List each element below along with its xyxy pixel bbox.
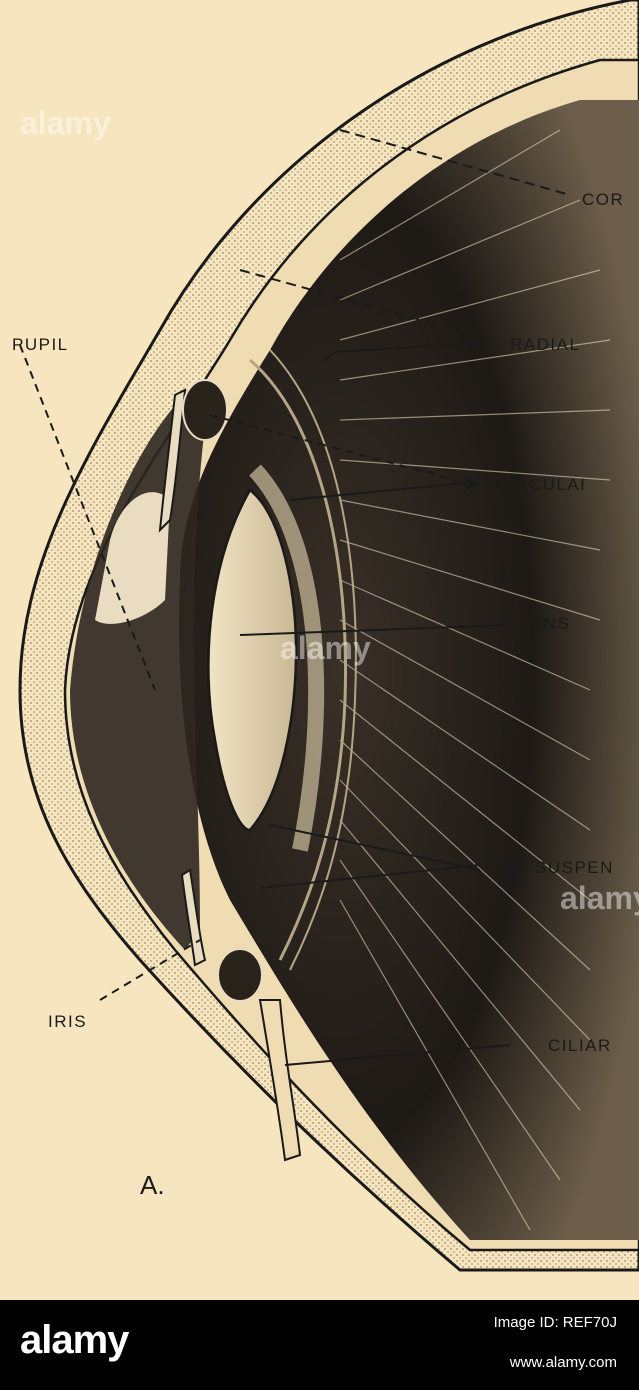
ciliary-body-region [179,100,639,1240]
eye-anatomy-figure: COR PUPIL RADIAL CIRCULAI LENS SUSPEN IR… [12,0,639,1272]
image-id: Image ID: REF70J [493,1314,617,1331]
footer-bar: alamy Image ID: REF70J www.alamy.com [0,1300,639,1390]
label-ciliary: CILIAR [548,1036,612,1055]
watermark: alamy [20,105,111,141]
brand-logo[interactable]: alamy [20,1318,129,1362]
site-url[interactable]: www.alamy.com [509,1354,617,1371]
eye-drawing [18,0,639,1272]
label-circular: CIRCULAI [495,475,587,494]
label-cornea: COR [582,190,625,209]
label-pupil: PUPIL [12,335,69,354]
lens-shape [207,488,298,832]
watermark: alamy [560,880,639,916]
iris-highlight [95,492,170,624]
ciliary-fibers [339,129,611,1231]
sphincter-lower [217,948,263,1002]
ciliary-process-lower [258,999,302,1162]
label-suspensory: SUSPEN [535,858,614,877]
label-iris: IRIS [48,1012,88,1031]
label-lens: LENS [520,614,571,633]
suspensory-band [249,464,325,852]
sphincter-upper [182,379,228,441]
label-radial: RADIAL [510,335,581,354]
leader-lines [19,129,571,1066]
arrowheads [464,336,525,877]
panel-label: A. [140,1170,165,1200]
upper-iris [158,388,187,533]
watermark: alamy [280,630,371,666]
iris-dark-area [70,380,210,950]
